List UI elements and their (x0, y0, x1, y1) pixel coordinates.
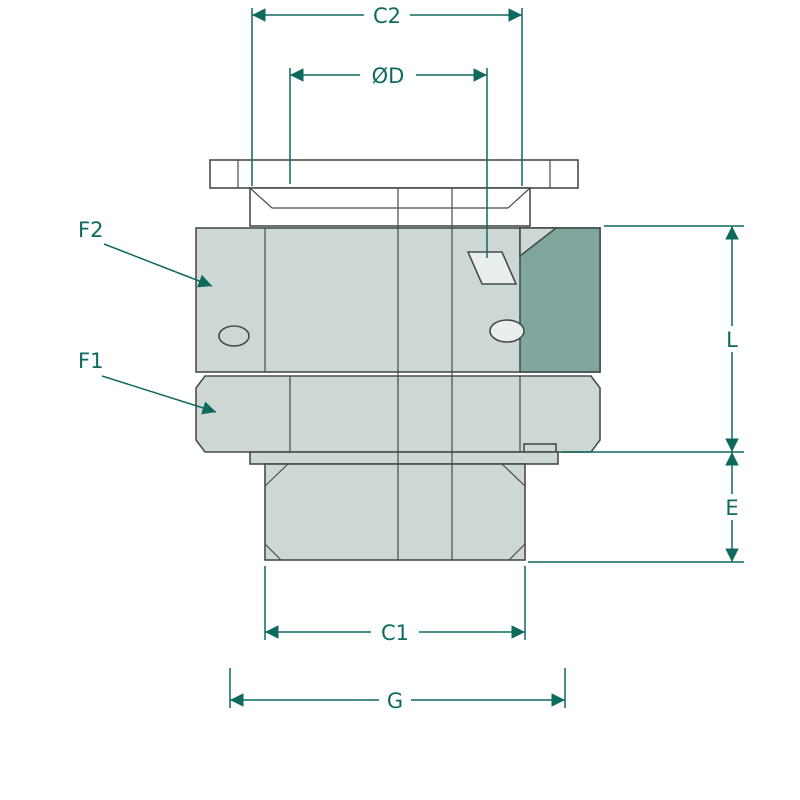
dim-c1-label-bg (371, 620, 419, 644)
dim-l-label-bg (718, 326, 746, 352)
dim-e-label-bg (718, 494, 746, 520)
callout-f1-label: F1 (78, 349, 103, 373)
dim-c2: C2 (251, 3, 523, 186)
dim-g-label-bg (379, 688, 411, 712)
dim-c1: C1 (264, 566, 526, 645)
top-flange (209, 159, 579, 189)
stud-chamfer-bottom-left (264, 543, 282, 561)
dim-c2-label-bg (364, 3, 410, 27)
right-hole (489, 319, 525, 343)
callout-f2-label: F2 (78, 218, 103, 242)
right-step-tab (523, 443, 557, 453)
callout-f2-leader (103, 243, 213, 288)
collar-chamfer-left (249, 187, 273, 209)
washer (249, 451, 559, 465)
dimensions: C2 ØD L E (78, 3, 746, 713)
section-detail-marker (466, 251, 518, 285)
dim-l: L (562, 225, 746, 453)
callout-f1: F1 (78, 349, 217, 415)
callout-f1-leader (101, 375, 217, 415)
dim-od-label-bg (360, 63, 416, 87)
dim-l-label: L (726, 328, 738, 352)
dim-e: E (528, 452, 746, 563)
collar-chamfer-right (507, 187, 531, 209)
dim-c2-label: C2 (373, 4, 401, 28)
dim-g-label: G (387, 689, 403, 713)
dim-g: G (229, 668, 566, 713)
dim-od: ØD (289, 63, 488, 258)
dim-c1-label: C1 (381, 621, 409, 645)
left-hole (218, 325, 250, 347)
stud-chamfer-top-right (501, 463, 526, 487)
dim-e-label: E (725, 496, 738, 520)
threaded-stud (264, 463, 526, 561)
upper-nut-shading (519, 227, 601, 373)
stud-chamfer-bottom-right (508, 543, 526, 561)
collar (249, 187, 531, 227)
stud-chamfer-top-left (264, 463, 289, 487)
callout-f2: F2 (78, 218, 213, 288)
upper-nut-corner-chamfer (519, 227, 559, 258)
dim-od-label: ØD (372, 64, 405, 88)
fitting-body (195, 159, 601, 561)
